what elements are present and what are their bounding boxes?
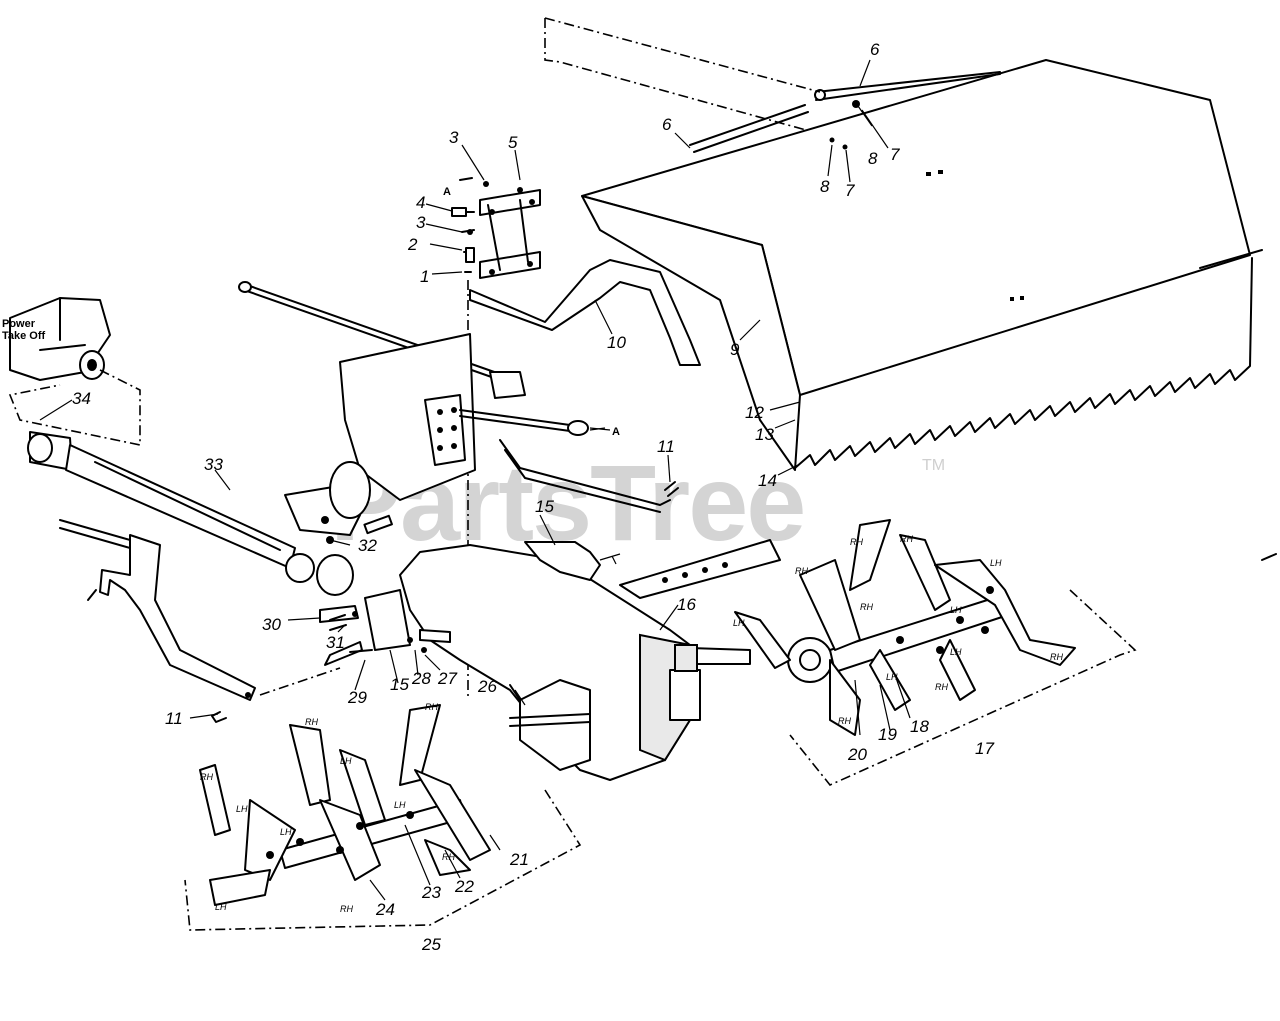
hitch-lever: [59, 519, 341, 701]
tine-mark-rh: RH: [425, 702, 438, 712]
callout-22: 22: [454, 877, 474, 896]
tine-mark-lh: LH: [886, 672, 898, 682]
callout-23: 23: [421, 883, 441, 902]
callout-3-upper: 3: [449, 128, 459, 147]
tine-mark-lh: LH: [236, 804, 248, 814]
callout-11-upper: 11: [657, 437, 675, 456]
hardware: [211, 461, 679, 723]
tine-mark-rh: RH: [1050, 652, 1063, 662]
callout-13: 13: [755, 425, 774, 444]
pto-drive-shaft: [27, 431, 354, 596]
power-take-off-unit: [8, 297, 141, 446]
callout-7-right: 7: [890, 145, 900, 164]
callout-14: 14: [758, 471, 777, 490]
callout-24: 24: [375, 900, 395, 919]
callout-6-lower: 6: [662, 115, 672, 134]
callout-25: 25: [421, 935, 441, 954]
tine-transmission: [319, 544, 751, 781]
callout-17: 17: [975, 739, 994, 758]
callout-4: 4: [416, 193, 425, 212]
tine-mark-rh: RH: [795, 566, 808, 576]
tine-mark-lh: LH: [733, 618, 745, 628]
callout-10: 10: [607, 333, 626, 352]
callout-15-upper: 15: [535, 497, 554, 516]
edge-mark: [1261, 553, 1277, 561]
callout-33: 33: [204, 455, 223, 474]
assembly-marker-rod: A: [612, 426, 620, 438]
tine-assembly-right: [734, 519, 1137, 786]
callout-6-upper: 6: [870, 40, 880, 59]
tine-mark-rh: RH: [900, 534, 913, 544]
callout-32: 32: [358, 536, 377, 555]
shield-bracket: [451, 177, 701, 700]
tiller-shield: [581, 59, 1263, 471]
callout-18: 18: [910, 717, 929, 736]
callout-16: 16: [677, 595, 696, 614]
tine-mark-rh: RH: [305, 717, 318, 727]
callout-28: 28: [411, 669, 431, 688]
pto-label-line2: Take Off: [2, 330, 46, 342]
tine-mark-rh: RH: [838, 716, 851, 726]
tine-mark-rh: RH: [340, 904, 353, 914]
callout-15-lower: 15: [390, 675, 409, 694]
callout-19: 19: [878, 725, 897, 744]
callout-11-lower: 11: [165, 709, 183, 728]
tine-mark-rh: RH: [860, 602, 873, 612]
shield-stay-rods: [544, 17, 1001, 153]
callout-26: 26: [477, 677, 497, 696]
callout-30: 30: [262, 615, 281, 634]
pto-label-line1: Power: [2, 318, 36, 330]
watermark-trademark: TM: [922, 457, 945, 474]
callout-5: 5: [508, 133, 518, 152]
depth-stake-bracket: [524, 539, 781, 599]
callout-8-left: 8: [820, 177, 830, 196]
callout-2: 2: [407, 235, 418, 254]
tine-mark-lh: LH: [280, 827, 292, 837]
callout-1: 1: [420, 267, 429, 286]
tine-mark-rh: RH: [850, 537, 863, 547]
tine-mark-lh: LH: [950, 647, 962, 657]
callout-31: 31: [326, 633, 345, 652]
tine-mark-lh: LH: [215, 902, 227, 912]
assembly-marker-top: A: [443, 186, 451, 198]
callout-20: 20: [847, 745, 867, 764]
callout-3-lower: 3: [416, 213, 426, 232]
callout-21: 21: [509, 850, 529, 869]
callout-29: 29: [347, 688, 367, 707]
tine-mark-lh: LH: [394, 800, 406, 810]
tine-assembly-left: [184, 704, 582, 931]
depth-control-linkage: [238, 281, 671, 513]
tine-mark-rh: RH: [935, 682, 948, 692]
tine-mark-lh: LH: [340, 756, 352, 766]
callout-8-right: 8: [868, 149, 878, 168]
tine-mark-rh: RH: [200, 772, 213, 782]
callout-27: 27: [437, 669, 457, 688]
leader-lines: [39, 59, 911, 901]
tine-mark-rh: RH: [442, 852, 455, 862]
tine-mark-lh: LH: [950, 605, 962, 615]
callout-9: 9: [730, 340, 740, 359]
callout-12: 12: [745, 403, 764, 422]
callout-34: 34: [72, 389, 91, 408]
tine-mark-lh: LH: [990, 558, 1002, 568]
callout-7-left: 7: [845, 181, 855, 200]
